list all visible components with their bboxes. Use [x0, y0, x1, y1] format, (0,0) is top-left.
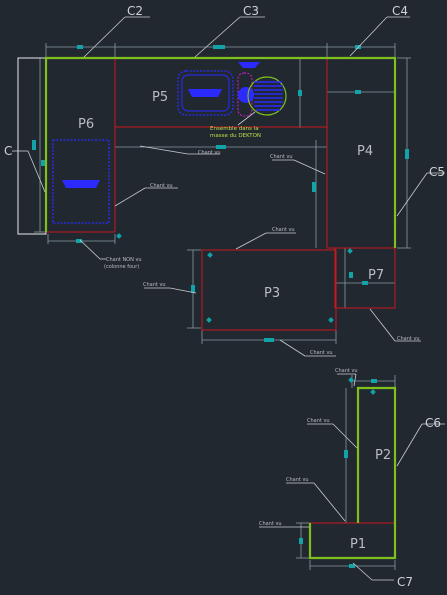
callout-c5: C5	[429, 165, 445, 179]
panel-label-p4: P4	[357, 144, 373, 159]
callout-labels: C2 C3 C4 C5 C6 C7 C	[4, 4, 445, 589]
worktop-outline	[44, 56, 397, 560]
sink-fixture	[177, 70, 234, 116]
note-chant-vu: Chant vu	[272, 227, 295, 233]
note-chant-vu: Chant vu	[143, 282, 166, 288]
edge-notes: Chant vu Chant vu Chant vu Chant vu Chan…	[104, 126, 420, 527]
callout-c4: C4	[392, 4, 408, 18]
note-chant-vu: Chant vu	[150, 183, 173, 189]
note-chant-vu: Chant vu	[397, 336, 420, 342]
panel-edges	[46, 58, 396, 524]
note-chant-non-vu-detail: (colonne four)	[104, 264, 139, 270]
callout-c6: C6	[425, 416, 441, 430]
callout-c3: C3	[243, 4, 259, 18]
panel-label-p1: P1	[350, 537, 366, 552]
note-chant-vu: Chant vu	[198, 150, 221, 156]
note-dekton: Ensemble dans la	[210, 126, 259, 132]
note-chant-vu: Chant vu	[307, 418, 330, 424]
hob-fixture	[237, 62, 287, 117]
note-chant-vu: Chant vu	[310, 350, 333, 356]
panel-label-p5: P5	[152, 90, 168, 105]
note-chant-vu: Chant vu	[270, 154, 293, 160]
note-chant-non-vu: Chant NON vu	[106, 257, 142, 263]
note-chant-vu: Chant vu	[259, 521, 282, 527]
oven-column-fixture	[52, 139, 110, 224]
panel-label-p7: P7	[368, 268, 384, 283]
callout-c-left: C	[4, 144, 12, 158]
leader-ticks	[116, 233, 376, 395]
panel-labels: P6 P5 P4 P7 P3 P2 P1	[78, 90, 391, 552]
callout-c2: C2	[127, 4, 143, 18]
note-chant-vu: Chant vu	[286, 477, 309, 483]
note-dekton-detail: masse du DEKTON	[210, 133, 261, 139]
panel-label-p2: P2	[375, 448, 391, 463]
note-chant-vu: Chant vu	[335, 368, 358, 374]
panel-label-p6: P6	[78, 117, 94, 132]
panel-label-p3: P3	[264, 286, 280, 301]
leader-lines	[12, 16, 445, 581]
dimension-markers	[32, 45, 409, 568]
callout-c7: C7	[397, 575, 413, 589]
